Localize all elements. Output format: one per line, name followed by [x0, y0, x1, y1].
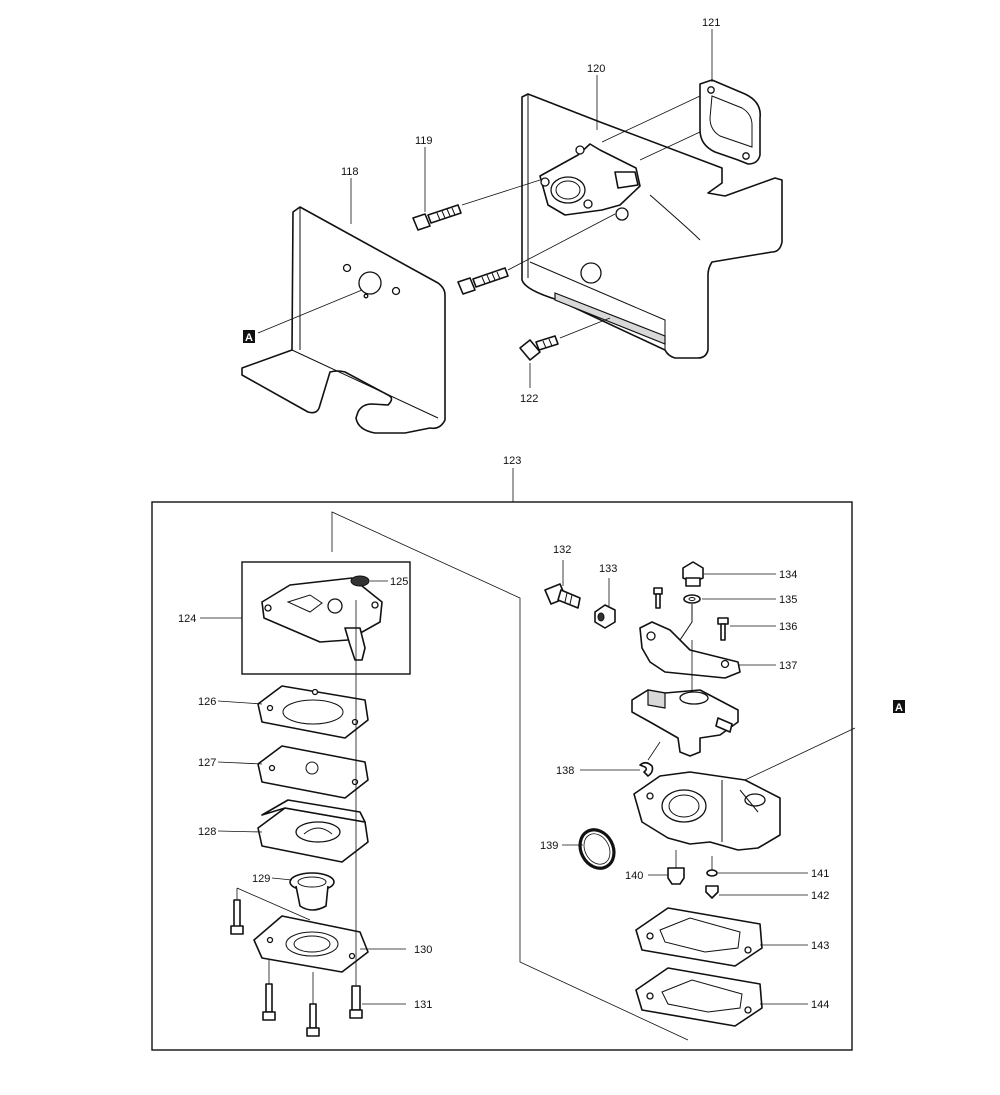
upper-screw — [457, 267, 509, 295]
callout-118: 118 — [341, 166, 359, 178]
part-124-pump-cover-group — [241, 561, 411, 675]
callout-135: 135 — [779, 594, 797, 606]
part-121-gasket — [699, 79, 762, 165]
callout-125: 125 — [390, 576, 408, 588]
callout-142: 142 — [811, 890, 829, 902]
part-122-bolt — [519, 335, 559, 361]
part-128-pump-body — [257, 799, 369, 863]
part-133-nut — [594, 604, 616, 629]
callout-141: 141 — [811, 868, 829, 880]
callout-122: 122 — [520, 393, 538, 405]
throttle-body — [631, 640, 739, 757]
callout-120: 120 — [587, 63, 605, 75]
callout-126: 126 — [198, 696, 216, 708]
part-120-insulator-plate — [521, 93, 783, 359]
callout-134: 134 — [779, 569, 797, 581]
callout-138: 138 — [556, 765, 574, 777]
left-leader-lines — [200, 617, 406, 1005]
callout-123: 123 — [503, 455, 521, 467]
reference-marker-a-upper: A — [243, 330, 255, 344]
callout-132: 132 — [553, 544, 571, 556]
part-138-e-clip — [639, 741, 661, 777]
callout-144: 144 — [811, 999, 829, 1011]
callout-128: 128 — [198, 826, 216, 838]
reference-marker-a-upper-text: A — [245, 332, 253, 344]
part-130-cover-plate — [253, 915, 369, 973]
part-118-bracket — [241, 206, 446, 434]
upper-leader-lines — [257, 29, 713, 388]
callout-127: 127 — [198, 757, 216, 769]
callout-121: 121 — [702, 17, 720, 29]
part-144-diaphragm — [635, 967, 763, 1027]
callout-136: 136 — [779, 621, 797, 633]
callout-124: 124 — [178, 613, 196, 625]
part-123-carburetor-assembly-frame — [151, 468, 853, 1051]
reference-marker-a-lower-text: A — [895, 702, 903, 714]
callout-labels: 118 119 120 121 122 123 124 125 126 127 … — [178, 17, 829, 1011]
right-leader-lines — [562, 560, 856, 1005]
part-127-diaphragm — [257, 745, 369, 799]
callout-139: 139 — [540, 840, 558, 852]
part-136-screw — [653, 587, 729, 641]
part-131-screws — [230, 600, 363, 1037]
part-119-bolt — [412, 204, 462, 231]
part-134-cap-screw — [682, 561, 704, 587]
callout-137: 137 — [779, 660, 797, 672]
carburetor-body — [633, 771, 781, 851]
callout-130: 130 — [414, 944, 432, 956]
reference-marker-a-lower: A — [893, 700, 905, 714]
part-140-valve — [667, 850, 685, 885]
part-126-gasket — [257, 685, 369, 739]
part-135-washer — [683, 594, 701, 604]
callout-133: 133 — [599, 563, 617, 575]
part-129-cup — [289, 872, 335, 911]
part-142-needle — [705, 885, 719, 899]
callout-131: 131 — [414, 999, 432, 1011]
part-137-lever-bracket — [639, 604, 741, 679]
callout-119: 119 — [415, 135, 433, 147]
part-141-o-ring — [706, 856, 718, 877]
part-143-gasket — [635, 907, 763, 967]
callout-129: 129 — [252, 873, 270, 885]
part-139-o-ring — [578, 828, 616, 870]
callout-140: 140 — [625, 870, 643, 882]
callout-143: 143 — [811, 940, 829, 952]
part-132-screw — [544, 583, 581, 609]
